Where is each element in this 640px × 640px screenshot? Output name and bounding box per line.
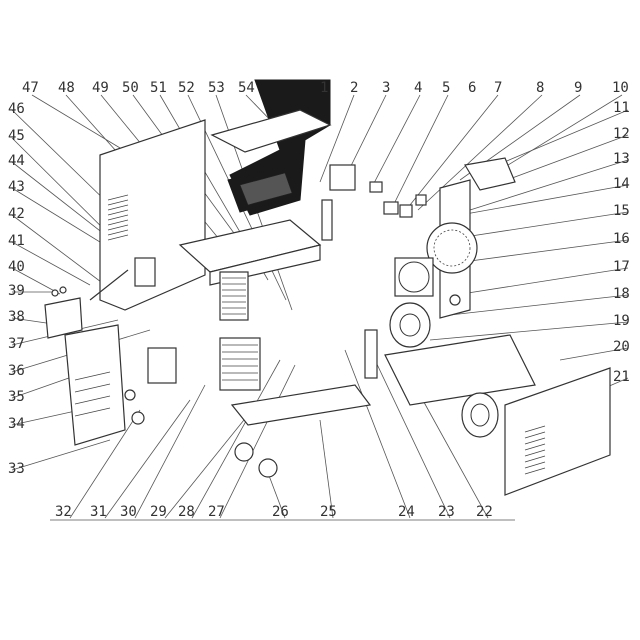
bottom-tray [230, 384, 372, 426]
cooling-fan [394, 257, 434, 297]
label-7: 7 [494, 80, 502, 96]
front-panel-slots [74, 371, 111, 417]
label-47: 47 [22, 80, 39, 96]
left-panel-vents [107, 194, 129, 241]
parts [44, 79, 611, 496]
label-29: 29 [150, 504, 167, 520]
bottom-label-row: 32 31 30 29 28 27 26 25 24 23 22 [55, 504, 493, 520]
fan-guard [426, 222, 478, 274]
label-50: 50 [122, 80, 139, 96]
label-25: 25 [320, 504, 337, 520]
label-22: 22 [476, 504, 493, 520]
post-24 [364, 329, 378, 379]
screw-39b [59, 286, 67, 294]
label-32: 32 [55, 504, 72, 520]
label-36: 36 [8, 363, 25, 379]
label-28: 28 [178, 504, 195, 520]
label-17: 17 [613, 259, 630, 275]
label-52: 52 [178, 80, 195, 96]
heatsink-lower [219, 337, 261, 391]
label-5: 5 [442, 80, 450, 96]
knob-32 [131, 411, 145, 425]
label-1: 1 [320, 80, 328, 96]
label-49: 49 [92, 80, 109, 96]
label-21: 21 [613, 369, 630, 385]
label-54: 54 [238, 80, 255, 96]
label-38: 38 [8, 309, 25, 325]
label-42: 42 [8, 206, 25, 222]
left-label-column: 46 45 44 43 42 41 40 39 38 37 36 35 34 3… [8, 101, 25, 477]
label-39: 39 [8, 283, 25, 299]
main-transformer [147, 347, 177, 384]
base-plate [384, 334, 536, 406]
screw-39a [51, 289, 59, 297]
right-side-panel [504, 367, 611, 496]
label-2: 2 [350, 80, 358, 96]
label-46: 46 [8, 101, 25, 117]
part-18 [449, 294, 461, 306]
label-12: 12 [613, 126, 630, 142]
label-53: 53 [208, 80, 225, 96]
handle-bar [89, 269, 129, 301]
label-51: 51 [150, 80, 167, 96]
label-41: 41 [8, 233, 25, 249]
part-4 [369, 181, 383, 193]
front-panel [64, 324, 126, 446]
top-label-row: 47 48 49 50 51 52 53 54 1 2 3 4 5 6 7 8 … [22, 80, 629, 96]
label-45: 45 [8, 128, 25, 144]
right-label-column: 11 12 13 14 15 16 17 18 19 20 21 [613, 100, 630, 385]
label-35: 35 [8, 389, 25, 405]
label-10: 10 [612, 80, 629, 96]
label-30: 30 [120, 504, 137, 520]
label-23: 23 [438, 504, 455, 520]
front-label-plate [44, 297, 83, 339]
label-19: 19 [613, 313, 630, 329]
label-31: 31 [90, 504, 107, 520]
label-20: 20 [613, 339, 630, 355]
right-panel-vents [524, 425, 546, 475]
label-6: 6 [468, 80, 476, 96]
small-component-44 [134, 257, 156, 287]
part-7 [415, 194, 427, 206]
label-40: 40 [8, 259, 25, 275]
label-8: 8 [536, 80, 544, 96]
left-side-panel [99, 119, 206, 311]
label-37: 37 [8, 336, 25, 352]
label-13: 13 [613, 151, 630, 167]
label-43: 43 [8, 179, 25, 195]
label-3: 3 [382, 80, 390, 96]
rear-wheel-19 [389, 302, 431, 348]
label-11: 11 [613, 100, 630, 116]
label-33: 33 [8, 461, 25, 477]
label-18: 18 [613, 286, 630, 302]
mounting-strip-3 [321, 199, 333, 241]
label-27: 27 [208, 504, 225, 520]
label-4: 4 [414, 80, 422, 96]
part-5 [383, 201, 399, 215]
label-24: 24 [398, 504, 415, 520]
transformer-2 [329, 164, 356, 191]
knob-33 [124, 389, 136, 401]
label-48: 48 [58, 80, 75, 96]
top-cover [210, 109, 332, 153]
label-34: 34 [8, 416, 25, 432]
part-6 [399, 204, 413, 218]
label-16: 16 [613, 231, 630, 247]
label-14: 14 [613, 176, 630, 192]
caster-26 [258, 458, 278, 478]
label-44: 44 [8, 153, 25, 169]
top-bracket-10 [464, 157, 516, 191]
rear-wheel-22 [461, 392, 499, 438]
label-15: 15 [613, 203, 630, 219]
label-26: 26 [272, 504, 289, 520]
caster-28 [234, 442, 254, 462]
label-9: 9 [574, 80, 582, 96]
